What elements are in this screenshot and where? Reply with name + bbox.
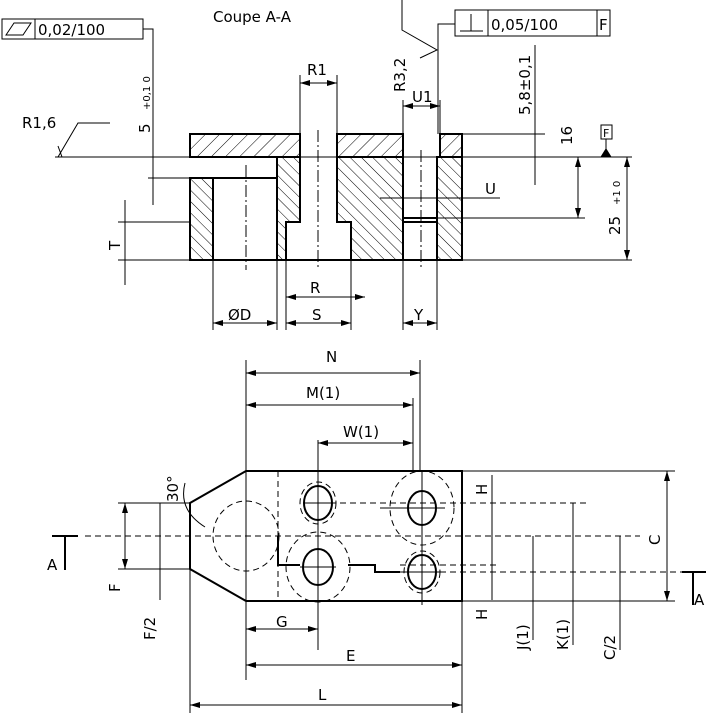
roughness-label: R3,2 xyxy=(391,58,409,92)
dimension-label: K(1) xyxy=(554,619,572,650)
dimension-label: W(1) xyxy=(343,423,379,441)
dimension-label: 16 xyxy=(558,126,576,145)
perpendicularity-frame: 0,05/100 F xyxy=(437,9,611,134)
dimension-label: C xyxy=(646,535,664,545)
dimension-label: J(1) xyxy=(514,624,532,651)
perpendicularity-value: 0,05/100 xyxy=(491,16,558,34)
perpendicularity-icon xyxy=(460,14,483,32)
dimension-label: U1 xyxy=(412,88,433,106)
dimension-label: H xyxy=(473,484,491,495)
dimension-label: L xyxy=(318,686,327,704)
roughness-label: R1,6 xyxy=(22,114,56,132)
datum-label: F xyxy=(603,127,609,140)
dimension-label: H xyxy=(473,609,491,620)
dimension-label: G xyxy=(276,613,288,631)
dimension-label: N xyxy=(326,348,337,366)
hole xyxy=(403,550,441,594)
section-view: Coupe A-A 0,02/100 0,05/100 F R1,6 R3,2 … xyxy=(1,0,632,330)
plan-view: N M(1) W(1) G E L C H H J(1) K(1) C/2 F … xyxy=(47,348,706,713)
section-marker: A xyxy=(694,591,705,609)
section-marker: A xyxy=(47,556,58,574)
hole xyxy=(380,470,455,605)
dimension-label: 30° xyxy=(164,475,182,502)
dimension-label: ØD xyxy=(228,306,251,324)
dimension-label: 25 xyxy=(606,216,624,235)
datum-ref: F xyxy=(599,16,608,34)
dimension-label: R1 xyxy=(307,61,327,79)
dimension-label: M(1) xyxy=(306,384,340,402)
roughness-symbol xyxy=(401,0,439,59)
flatness-frame: 0,02/100 xyxy=(1,18,154,150)
section-title: Coupe A-A xyxy=(213,8,292,26)
dimension-label: R xyxy=(310,279,320,297)
dimension-label: F xyxy=(106,583,124,592)
dimension-label: F/2 xyxy=(141,617,159,640)
dimension-label: E xyxy=(346,647,355,665)
dimension-label: +0,1 0 xyxy=(142,76,153,110)
dimension-label: T xyxy=(106,240,124,251)
dimension-label: C/2 xyxy=(601,635,619,660)
flatness-value: 0,02/100 xyxy=(38,21,105,39)
dimensions: R1 U1 U R ØD S Y T 5 +0,1 0 5,8±0,1 16 2… xyxy=(106,45,632,330)
dimension-label: U xyxy=(485,180,496,198)
flatness-icon xyxy=(5,22,32,36)
roughness-symbol xyxy=(55,122,110,158)
dimension-label: +1 0 xyxy=(612,181,623,205)
dimensions: N M(1) W(1) G E L C H H J(1) K(1) C/2 F … xyxy=(47,348,706,713)
dimension-label: Y xyxy=(413,306,424,324)
dimension-label: S xyxy=(312,306,322,324)
hole xyxy=(285,440,351,650)
dimension-label: 5,8±0,1 xyxy=(516,55,534,115)
dimension-label: 5 xyxy=(136,123,154,133)
